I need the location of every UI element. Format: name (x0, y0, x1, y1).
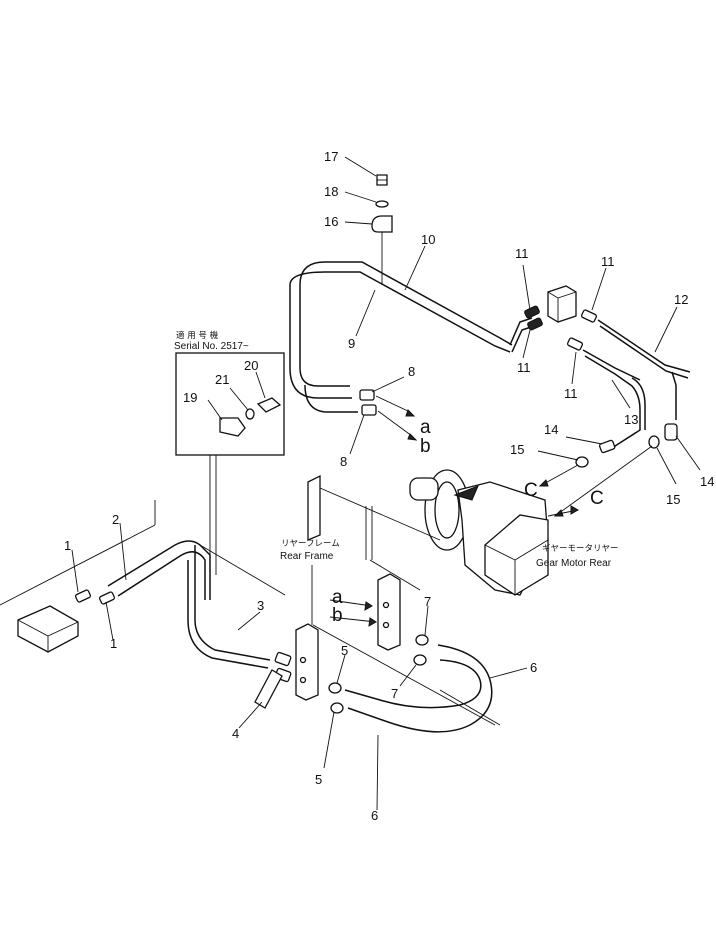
callout-13: 13 (624, 412, 638, 427)
gear-motor-jp: ギヤーモータリヤー (542, 544, 619, 554)
callout-15-left: 15 (510, 442, 524, 457)
letter-b-upper: b (420, 436, 431, 457)
callout-2: 2 (112, 512, 119, 527)
pipes-lower-left (0, 455, 292, 709)
callout-9: 9 (348, 336, 355, 351)
callout-11-top: 11 (515, 246, 529, 261)
callout-16: 16 (324, 214, 338, 229)
callout-15-right: 15 (666, 492, 680, 507)
pipes-lower-right (295, 565, 501, 733)
callout-4: 4 (232, 726, 239, 741)
fittings-8 (359, 389, 418, 441)
letter-a-lower: a (332, 587, 343, 608)
callout-numbers: 17 18 16 10 9 11 11 11 11 12 13 14 14 15… (64, 149, 714, 823)
serial-note-label: Serial No. 2517~ (174, 341, 249, 352)
callout-11-bottom: 11 (517, 360, 531, 375)
callout-3: 3 (257, 598, 264, 613)
gear-motor-label: Gear Motor Rear (536, 558, 612, 569)
callout-7-bottom: 7 (391, 686, 398, 701)
connection-letters: a b a b C C (332, 417, 604, 626)
callout-17: 17 (324, 149, 338, 164)
callout-21: 21 (215, 372, 229, 387)
captions: 適 用 号 機 Serial No. 2517~ リヤーフレーム Rear Fr… (174, 330, 619, 569)
callout-6-right: 6 (530, 660, 537, 675)
rear-frame-label: Rear Frame (280, 551, 334, 562)
pipes-12-13 (582, 319, 691, 449)
leader-lines (71, 156, 701, 811)
clamp-16 (371, 215, 393, 233)
callout-14-left: 14 (544, 422, 558, 437)
letter-c-left: C (524, 480, 538, 501)
callout-11-lower: 11 (564, 386, 578, 401)
callout-8-bottom: 8 (340, 454, 347, 469)
callout-1-top: 1 (64, 538, 71, 553)
bracket-right (377, 573, 401, 651)
serial-inset-box (175, 352, 285, 456)
letter-b-lower: b (332, 605, 343, 626)
washer-18 (375, 200, 389, 208)
rear-frame-jp: リヤーフレーム (281, 539, 340, 549)
serial-note-jp: 適 用 号 機 (176, 330, 219, 341)
letter-c-right: C (590, 488, 604, 509)
callout-5-top: 5 (341, 643, 348, 658)
callout-7-top: 7 (424, 594, 431, 609)
callout-12: 12 (674, 292, 688, 307)
callout-6-bottom: 6 (371, 808, 378, 823)
pipe-loop-upper (289, 261, 535, 413)
callout-5-bottom: 5 (315, 772, 322, 787)
washer-21 (245, 408, 255, 420)
bolt-20 (256, 397, 282, 413)
callout-19: 19 (183, 390, 197, 405)
callout-11-right: 11 (601, 254, 615, 269)
callout-20: 20 (244, 358, 258, 373)
rear-frame-outline (307, 474, 441, 591)
callout-1-bottom: 1 (110, 636, 117, 651)
clamp-assembly (371, 174, 393, 285)
clamp-19 (219, 417, 246, 437)
part-4 (254, 669, 283, 709)
gear-motor-rear (409, 469, 580, 596)
manifold-block-11 (524, 285, 598, 351)
fittings-14-15 (538, 423, 678, 517)
letter-a-upper: a (420, 417, 431, 438)
valve-block (17, 605, 79, 653)
callout-10: 10 (421, 232, 435, 247)
callout-18: 18 (324, 184, 338, 199)
bracket-left (295, 623, 319, 701)
callout-14-right: 14 (700, 474, 714, 489)
callout-8-top: 8 (408, 364, 415, 379)
